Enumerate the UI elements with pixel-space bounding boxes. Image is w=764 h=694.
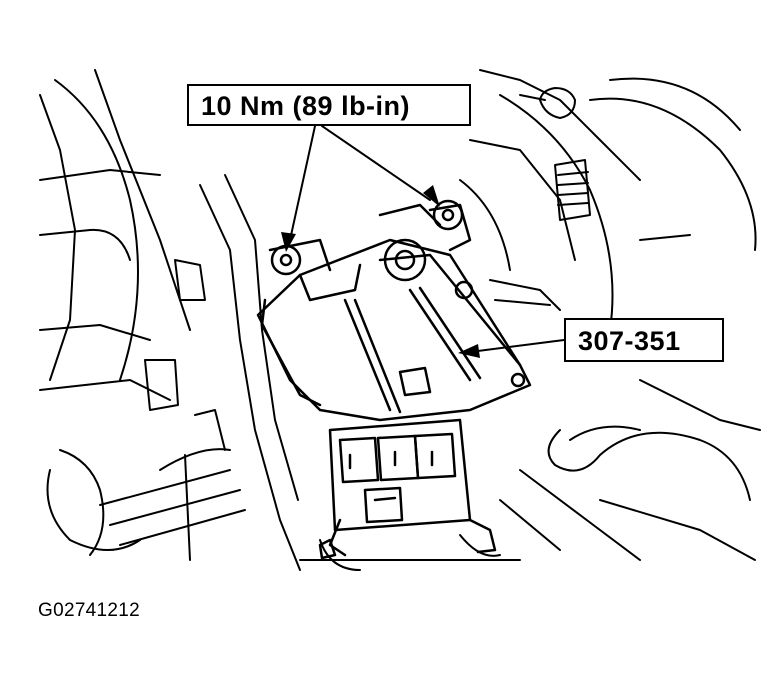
arrowhead-part [458, 344, 480, 358]
torque-spec-callout: 10 Nm (89 lb-in) [187, 84, 471, 126]
actuator-module [256, 199, 532, 422]
figure-id-label: G02741212 [38, 600, 141, 621]
background-components [39, 69, 761, 571]
part-number-callout: 307-351 [564, 318, 724, 362]
leader-lines [289, 125, 565, 353]
arrowhead-left-bolt [281, 232, 296, 252]
arrowhead-right-bolt [423, 185, 440, 207]
electrical-connector [318, 418, 497, 560]
